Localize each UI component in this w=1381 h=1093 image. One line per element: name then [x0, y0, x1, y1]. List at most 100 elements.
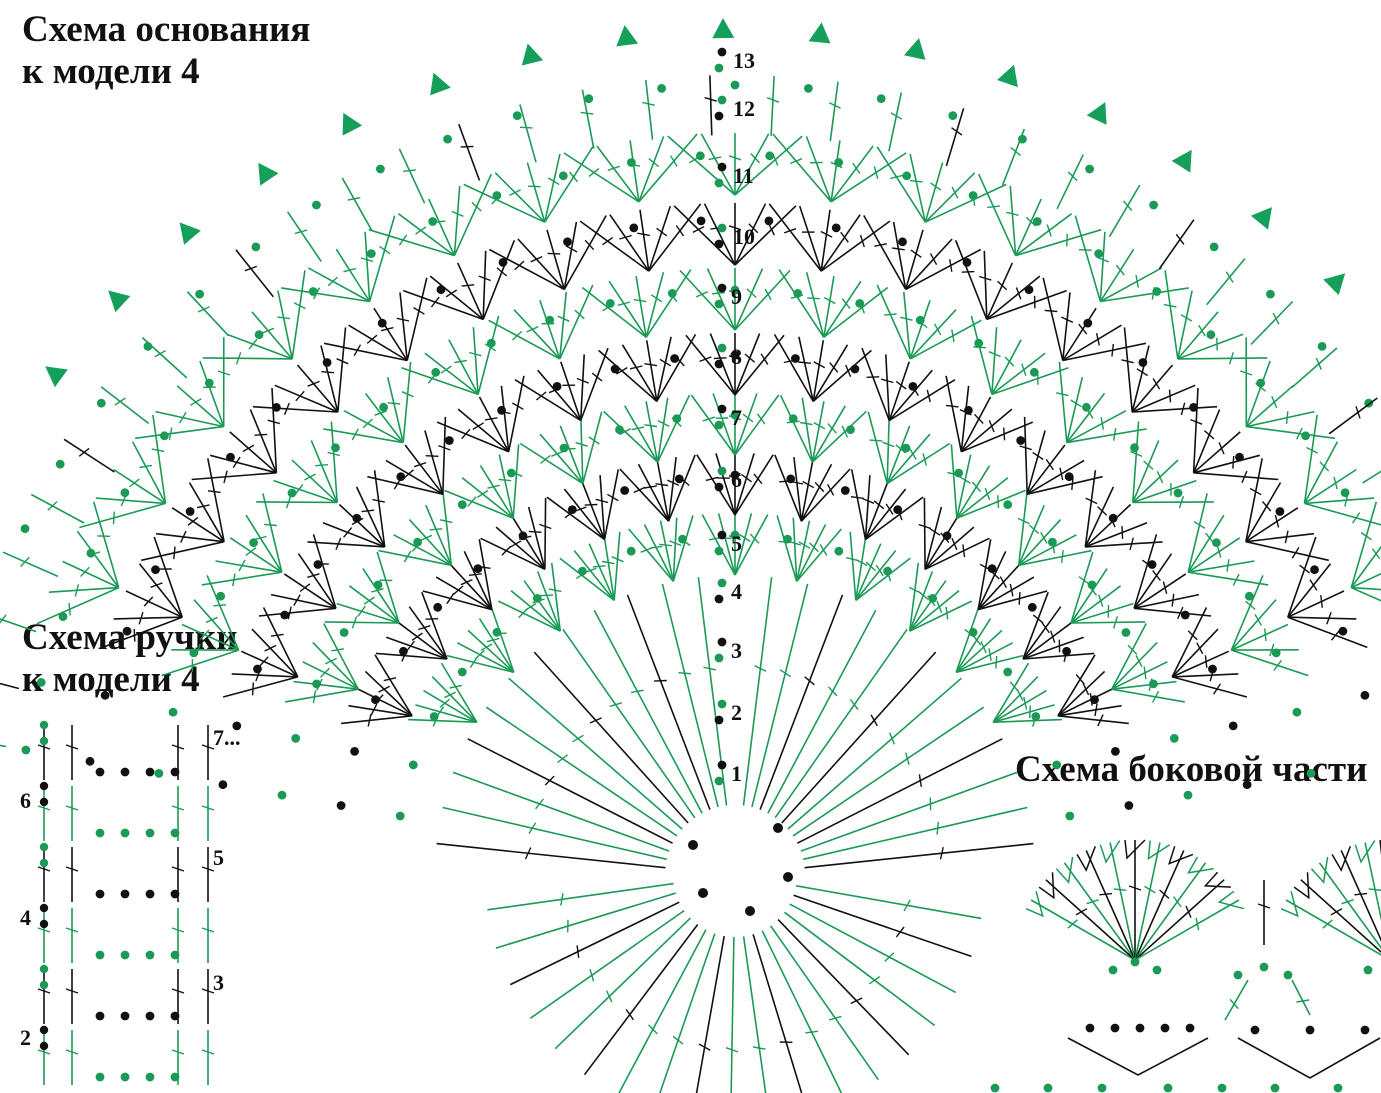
double-crochet-icon [1030, 899, 1136, 961]
chain-dot-icon [1228, 721, 1238, 731]
stitch-bar [827, 423, 837, 434]
stitch-bar [293, 302, 306, 310]
double-crochet-icon [235, 249, 274, 298]
stitch-stem [656, 394, 691, 463]
picot-triangle-icon [179, 222, 201, 245]
double-crochet-icon [1171, 650, 1230, 678]
stitch-bar [588, 436, 600, 445]
stitch-bar [670, 155, 678, 167]
stitch-bar [798, 361, 811, 364]
double-crochet-icon [231, 668, 298, 682]
stitch-stem [1177, 311, 1219, 360]
stitch-bar [633, 486, 646, 494]
chain-dot-icon [1173, 488, 1183, 498]
chain-dot-icon [1244, 591, 1254, 601]
double-crochet-icon [1022, 606, 1062, 660]
double-crochet-icon [773, 333, 814, 402]
stitch-bar [401, 649, 408, 662]
double-crochet-icon [559, 425, 584, 484]
stitch-stem [490, 607, 515, 673]
stitch-bar [845, 364, 852, 377]
double-crochet-icon [467, 738, 673, 844]
stitch-stem [579, 220, 650, 272]
double-crochet-icon [511, 516, 546, 570]
double-crochet-icon [643, 524, 675, 582]
double-crochet-icon [442, 806, 667, 861]
double-crochet-icon [1084, 486, 1115, 548]
chain-dot-icon [120, 1072, 130, 1082]
stitch-bar [244, 265, 258, 272]
double-crochet-icon [1287, 612, 1357, 625]
stitch-bar [1070, 399, 1082, 408]
stitch-bar [903, 899, 911, 912]
double-crochet-icon [1134, 842, 1161, 961]
stitch-stem [271, 387, 278, 473]
double-crochet-icon [421, 591, 448, 660]
chain-dot-icon [730, 80, 740, 90]
stitch-bar [918, 523, 931, 530]
stitch-stem [795, 520, 811, 582]
stitch-bar [201, 927, 215, 933]
stitch-stem [638, 133, 698, 203]
double-crochet-icon [458, 123, 481, 181]
shell-fan-icon [581, 269, 692, 338]
chain-dot-icon [1147, 560, 1157, 569]
double-crochet-icon [113, 611, 183, 625]
stitch-stem [500, 385, 510, 452]
stitch-bar [197, 306, 210, 313]
double-crochet-icon [509, 901, 680, 986]
shell-fan-icon [1187, 856, 1214, 874]
stitch-bar [1319, 461, 1330, 472]
stitch-stem [991, 327, 998, 395]
stitch-bar [917, 590, 929, 600]
double-crochet-icon [393, 534, 452, 567]
stitch-stem [229, 537, 283, 573]
stitch-bar [589, 969, 595, 982]
stitch-stem [543, 153, 561, 223]
stitch-bar [1085, 407, 1094, 419]
stitch-stem [343, 409, 404, 444]
double-crochet-icon [274, 384, 339, 413]
double-crochet-icon [1085, 850, 1136, 961]
shell-fan-icon [685, 333, 785, 396]
double-crochet-icon [0, 744, 7, 748]
stitch-bar [37, 744, 51, 750]
shell-fan-icon [1070, 551, 1146, 629]
stitch-bar [1344, 493, 1349, 507]
stitch-bar [37, 927, 51, 933]
double-crochet-icon [1245, 360, 1271, 427]
shell-fan-icon [673, 203, 797, 266]
double-crochet-icon [986, 275, 1041, 321]
double-crochet-icon [76, 530, 120, 589]
double-crochet-icon [977, 550, 1007, 610]
stitch-stem [812, 340, 825, 402]
double-crochet-icon [1133, 573, 1187, 609]
stitch-bar [327, 451, 341, 457]
shell-fan-icon [408, 662, 478, 727]
shell-fan-icon [861, 347, 956, 422]
double-crochet-icon [734, 454, 774, 516]
shell-fan-icon [1230, 575, 1309, 677]
stitch-bar [1148, 678, 1153, 692]
stitch-bar [850, 997, 863, 1005]
double-crochet-icon [251, 311, 293, 360]
stitch-bar [752, 1046, 766, 1050]
shell-fan-icon [867, 411, 951, 485]
stitch-stem [1111, 688, 1185, 703]
stitch-bar [728, 535, 742, 541]
double-crochet-icon [659, 520, 675, 582]
chain-dot-icon [1340, 488, 1350, 498]
stitch-stem [446, 654, 514, 674]
stitch-bar [476, 489, 489, 498]
double-crochet-icon [742, 936, 767, 1093]
double-crochet-icon [449, 563, 493, 611]
stitch-stem [442, 491, 453, 566]
chain-dot-icon [1283, 970, 1293, 980]
stitch-bar [509, 189, 522, 197]
double-crochet-icon [924, 506, 943, 570]
stitch-bar [633, 298, 647, 303]
shell-fan-icon [1019, 416, 1103, 495]
double-crochet-icon [65, 908, 79, 963]
double-crochet-icon [396, 621, 448, 660]
double-crochet-icon [364, 670, 413, 717]
